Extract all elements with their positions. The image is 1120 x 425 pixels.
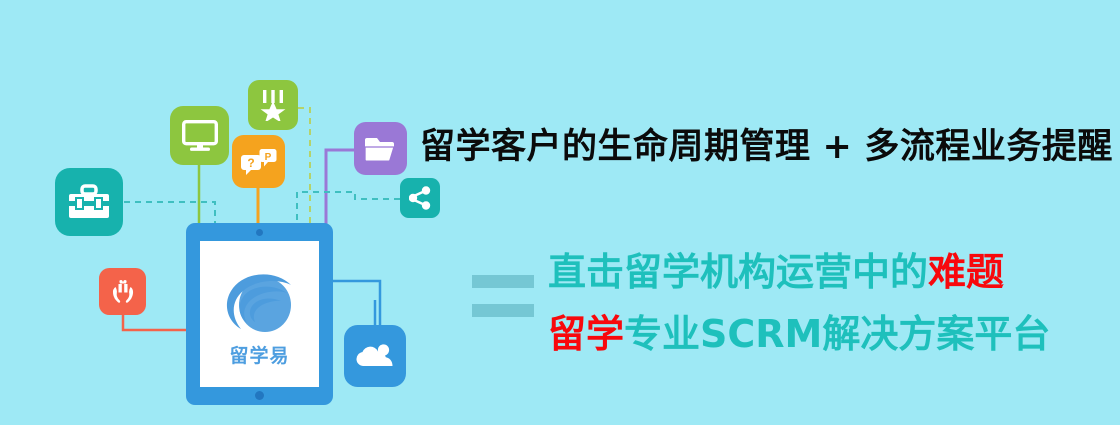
gift-connector (121, 315, 196, 332)
subline-1-teal: 直击留学机构运营中的 (548, 250, 929, 294)
headline-right: 多流程业务提醒 (864, 127, 1113, 167)
headline-left: 留学客户的生命周期管理 (420, 127, 811, 167)
svg-text:P: P (264, 152, 271, 163)
tablet-camera (256, 229, 263, 236)
medal-glyph (260, 90, 286, 121)
folder-glyph (363, 137, 395, 162)
brand-logo-text: 留学易 (229, 344, 290, 367)
tablet-home-button (255, 391, 264, 400)
medal-award-icon (248, 80, 298, 130)
share-icon (400, 178, 440, 218)
svg-text:?: ? (247, 156, 254, 170)
briefcase-glyph (69, 184, 109, 218)
share-connector (296, 191, 400, 225)
tablet-screen: 留学易 (200, 241, 319, 387)
folder-icon (354, 122, 407, 175)
cloud-user-icon (344, 325, 406, 387)
monitor-glyph (181, 119, 218, 151)
speech-bubbles-glyph: P ? (240, 148, 276, 175)
cloud-user-connector (333, 279, 382, 325)
medal-connector (298, 107, 311, 225)
folder-connector (324, 148, 354, 225)
equals-decoration (472, 275, 534, 319)
headline-plus: + (822, 127, 853, 167)
headline: 留学客户的生命周期管理 + 多流程业务提醒 (420, 118, 1113, 169)
equals-bar-top (472, 275, 534, 288)
subline-block: 直击留学机构运营中的难题 留学专业SCRM解决方案平台 (548, 241, 1050, 365)
network-illustration: P ? (0, 0, 470, 425)
subline-1: 直击留学机构运营中的难题 (548, 241, 1050, 303)
briefcase-connector (124, 201, 216, 240)
subline-2-red: 留学 (548, 312, 625, 356)
monitor-icon (170, 106, 229, 165)
subline-1-red: 难题 (928, 250, 1005, 294)
cloud-user-glyph (356, 344, 393, 366)
briefcase-icon (55, 168, 123, 236)
brand-logo-mark (226, 273, 291, 332)
tablet-device: 留学易 (186, 223, 333, 405)
subline-2-teal: 专业SCRM解决方案平台 (624, 312, 1051, 356)
equals-bar-bottom (472, 304, 534, 317)
subline-2: 留学专业SCRM解决方案平台 (548, 303, 1050, 365)
gift-in-hands-icon (99, 268, 146, 315)
question-answer-icon: P ? (232, 135, 285, 188)
gift-hands-glyph (112, 279, 133, 303)
share-glyph (409, 186, 431, 210)
